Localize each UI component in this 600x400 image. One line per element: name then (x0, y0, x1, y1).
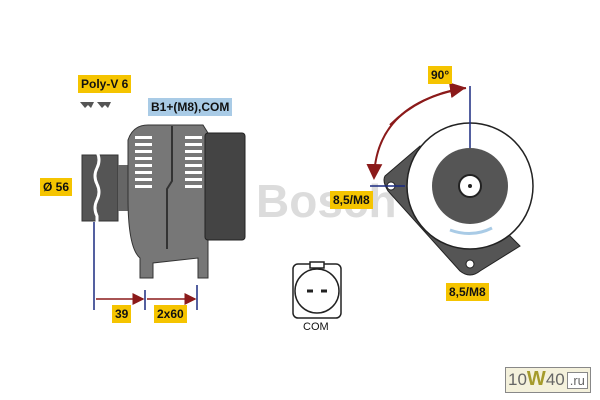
belt-grooves-icon (80, 102, 111, 108)
alternator-body (127, 124, 246, 279)
dimension-2x60-label: 2x60 (154, 305, 187, 323)
pulley-diameter-label: Ø 56 (40, 178, 73, 196)
dimension-39-label: 39 (112, 305, 132, 323)
pulley (81, 151, 128, 224)
svg-text:Bosch: Bosch (256, 175, 397, 227)
watermark-part: 10 (508, 370, 527, 389)
angle-label: 90° (428, 66, 453, 84)
terminal-label: B1+(M8),COM (148, 98, 233, 116)
belt-type-label: Poly-V 6 (78, 75, 132, 93)
connector-label: COM (303, 321, 329, 333)
connector-icon (292, 261, 342, 319)
watermark-part: .ru (566, 372, 588, 389)
site-watermark: 10W40.ru (505, 367, 591, 393)
hole-left-label: 8,5/M8 (330, 191, 373, 209)
watermark-part: 40 (545, 370, 565, 389)
hole-bottom-label: 8,5/M8 (446, 283, 489, 301)
watermark-part: W (526, 368, 546, 390)
dimension-lines (93, 222, 198, 310)
alternator-front-view (366, 82, 534, 276)
